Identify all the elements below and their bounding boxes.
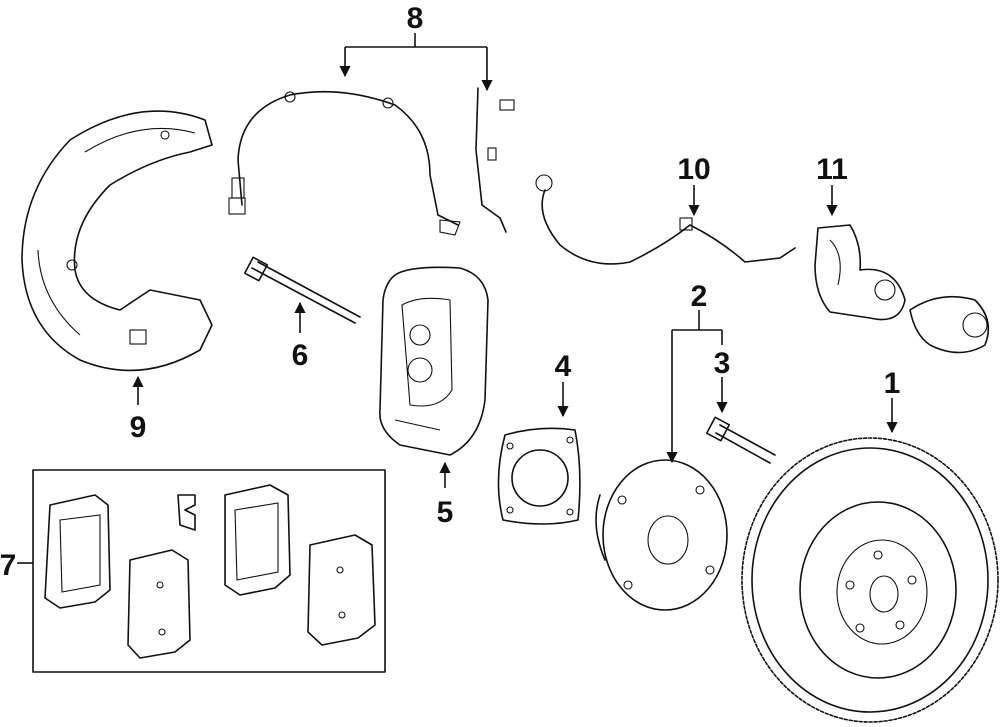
callout-4: 4	[555, 350, 572, 383]
callout-8: 8	[407, 2, 424, 35]
hub-bearing	[595, 459, 728, 611]
callout-11: 11	[816, 153, 848, 186]
brake-pad-kit	[32, 469, 386, 673]
callout-6: 6	[292, 339, 309, 372]
leader-lines	[17, 33, 898, 564]
callout-3: 3	[714, 347, 731, 380]
wear-sensor-harness	[228, 87, 515, 236]
hub-bolt	[705, 416, 776, 464]
guide-bolt	[243, 256, 361, 324]
callout-5: 5	[437, 496, 454, 529]
brake-caliper	[379, 266, 489, 456]
callout-2: 2	[691, 280, 708, 313]
brake-rotor	[741, 437, 999, 723]
callout-10: 10	[677, 153, 710, 186]
callout-7: 7	[0, 549, 16, 582]
callout-9: 9	[130, 411, 147, 444]
hub-dust-shield	[497, 427, 581, 525]
callout-1: 1	[884, 367, 901, 400]
splash-shield	[21, 110, 213, 372]
brake-hose	[535, 174, 796, 265]
mounting-bracket	[814, 224, 990, 354]
